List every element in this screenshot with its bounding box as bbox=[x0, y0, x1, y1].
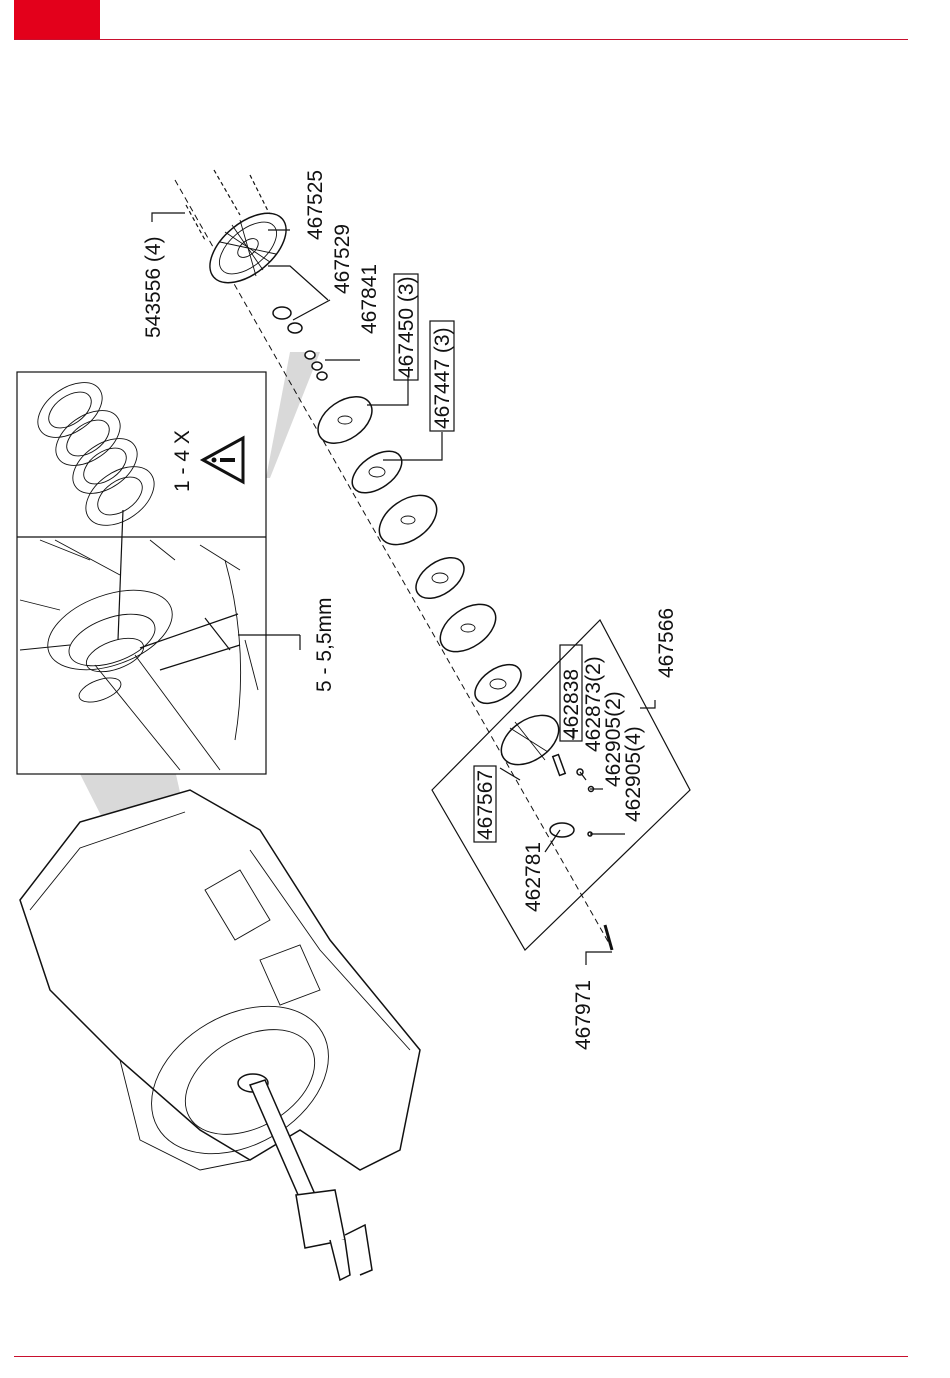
part-label-462905-b: 462905(4) bbox=[622, 726, 645, 822]
upper-projection-wedge bbox=[266, 352, 320, 478]
part-label-467450: 467450 (3) bbox=[395, 276, 418, 378]
part-label-462781: 462781 bbox=[522, 842, 545, 912]
part-label-467447: 467447 (3) bbox=[431, 327, 454, 429]
note-repeat-count: 1 - 4 X bbox=[171, 430, 194, 492]
part-label-467567: 467567 bbox=[474, 770, 497, 840]
part-label-467841: 467841 bbox=[358, 264, 381, 334]
part-label-467566: 467566 bbox=[655, 608, 678, 678]
detail-inset bbox=[17, 371, 300, 774]
part-label-467971: 467971 bbox=[572, 980, 595, 1050]
gap-dimension-label: 5 - 5,5mm bbox=[313, 597, 336, 692]
motor-housing bbox=[20, 790, 420, 1184]
part-label-462838: 462838 bbox=[560, 669, 583, 739]
part-label-467525: 467525 bbox=[304, 170, 327, 240]
part-label-543556: 543556 (4) bbox=[142, 236, 165, 338]
impeller-stack bbox=[310, 387, 528, 711]
part-label-467529: 467529 bbox=[331, 224, 354, 294]
